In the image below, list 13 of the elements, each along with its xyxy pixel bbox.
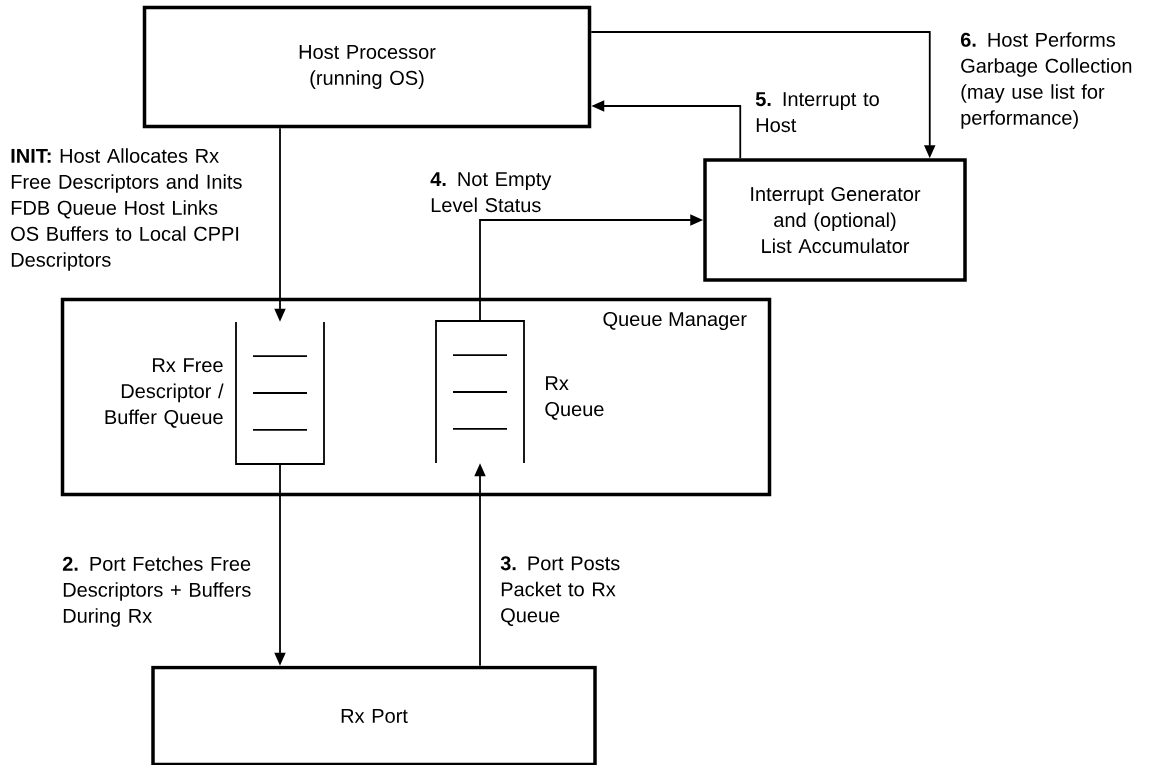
queue-drawing bbox=[235, 321, 325, 465]
edge-label: 6. Host Performs Garbage Collection (may use list for performance) bbox=[960, 32, 1132, 129]
edge-label: INIT: Host Allocates Rx Free Descriptors and Inits FDB Queue Host Links OS Buffers to Local CPPI Descriptors bbox=[11, 148, 242, 271]
queue-label: Rx Free Descriptor / Buffer Queue bbox=[105, 358, 224, 428]
process-box: Interrupt Generator and (optional) List Accumulator bbox=[703, 158, 967, 282]
edge-label: 5. Interrupt to Host bbox=[755, 92, 879, 133]
edge-label: 3. Port Posts Packet to Rx Queue bbox=[500, 556, 620, 626]
edge-label: 2. Port Fetches Free Descriptors + Buffers During Rx bbox=[62, 556, 251, 627]
edge-label: 4. Not Empty Level Status bbox=[430, 172, 552, 213]
queue-drawing bbox=[435, 320, 525, 464]
process-box: Rx Port bbox=[151, 665, 597, 765]
process-box: Host Processor (running OS) bbox=[142, 5, 592, 129]
queue-label: Rx Queue bbox=[545, 376, 604, 420]
